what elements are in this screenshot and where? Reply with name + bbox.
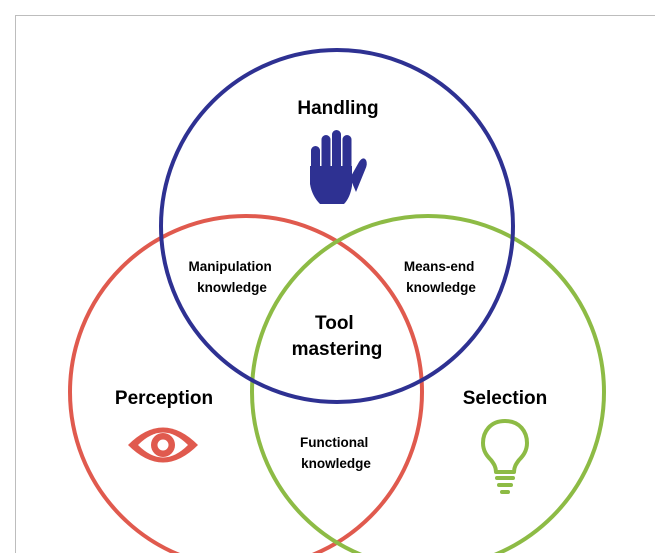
- perception-label: Perception: [115, 388, 213, 409]
- functional-knowledge-label: Functional knowledge: [300, 435, 372, 471]
- perception-circle: [68, 214, 424, 553]
- handling-circle: [159, 48, 515, 404]
- tool-mastering-line-2: mastering: [292, 339, 383, 360]
- manipulation-knowledge-label: Manipulation knowledge: [188, 259, 275, 295]
- manipulation-line-1: Manipulation: [188, 259, 271, 274]
- lightbulb-icon: [481, 419, 529, 494]
- selection-circle: [250, 214, 606, 553]
- means-end-knowledge-label: Means-end knowledge: [404, 259, 478, 295]
- means-end-line-2: knowledge: [406, 280, 476, 295]
- manipulation-line-2: knowledge: [197, 280, 267, 295]
- tool-mastering-label: Tool mastering: [292, 313, 383, 360]
- diagram-frame: [15, 15, 655, 553]
- hand-icon: [310, 130, 367, 204]
- means-end-line-1: Means-end: [404, 259, 475, 274]
- handling-label: Handling: [297, 98, 378, 119]
- functional-line-2: knowledge: [301, 456, 371, 471]
- eye-icon: [128, 427, 198, 463]
- functional-line-1: Functional: [300, 435, 368, 450]
- selection-label: Selection: [463, 388, 547, 409]
- tool-mastering-line-1: Tool: [315, 313, 354, 334]
